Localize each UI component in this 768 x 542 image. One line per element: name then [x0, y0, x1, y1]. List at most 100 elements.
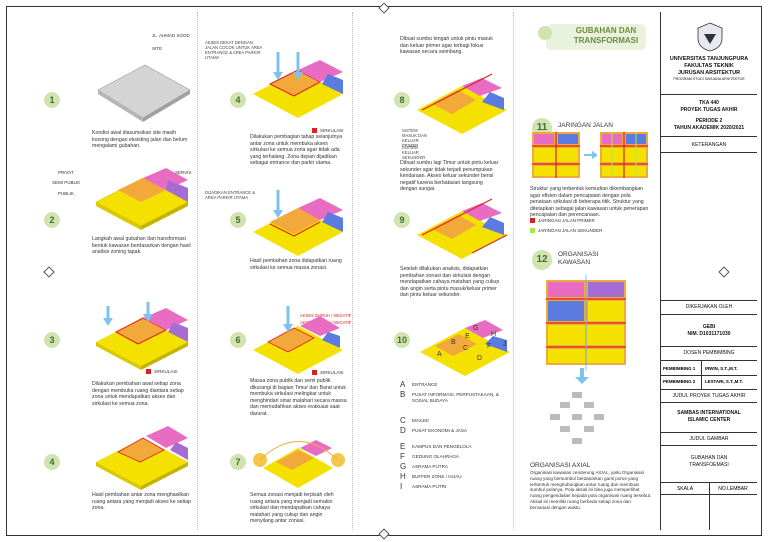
step-4b-text: Dilakukan pembagian tahap selanjutnya an…	[250, 134, 342, 167]
step-11-text: Struktur yang terbentuk kemudian dikemba…	[530, 186, 649, 219]
column-divider	[197, 12, 198, 530]
label-semi-publik: SEMI PUBLIK	[52, 180, 81, 185]
column-divider	[352, 12, 353, 530]
pembimbing1-name: IRWIN, S.T.,M.T.	[705, 366, 738, 371]
student-name: GEBI	[702, 324, 716, 330]
step-7-badge: 7	[230, 454, 246, 470]
zoning-block-2	[95, 168, 189, 230]
pembimbing1-label: PEMBIMBING 1	[663, 366, 696, 371]
label-site: SITE	[152, 46, 163, 51]
course-code: TKA 440	[699, 100, 719, 106]
label-publik: PUBLIK	[58, 191, 75, 196]
legend-text: BUFFER ZONE / HIJAU	[412, 474, 462, 479]
judul-gambar-label: JUDUL GAMBAR	[689, 436, 729, 442]
univ-line3: JURUSAN ARSITEKTUR	[677, 70, 741, 76]
note-sistem-sekunder: SISTEM KELUAR SEKUNDER	[402, 145, 426, 160]
step-8-badge: 8	[394, 92, 410, 108]
step-7-text: Semua zonasi menjadi terpisah oleh ruang…	[250, 492, 334, 525]
svg-text:C: C	[463, 345, 468, 352]
axis-block-9	[417, 198, 508, 259]
step-10-text: Setelah dilakukan analisis, didapatkan p…	[400, 266, 500, 299]
legend-swatch-sirkulasi	[312, 370, 317, 375]
axis-block-8	[417, 73, 507, 134]
note-akses-1: AKSES BURUH / NEGATIF	[300, 313, 352, 318]
step-5-badge: 5	[230, 212, 246, 228]
legend-text: ASRAMA PUTRI	[412, 484, 447, 489]
drawing-title-1: GUBAHAN DAN	[690, 455, 728, 461]
legend-text: KAMPUS DAN PENGELOLA	[412, 444, 472, 449]
header-banner: GUBAHAN DAN TRANSFORMASI	[538, 20, 658, 56]
pembimbing2-name: LESTARI, S.T.,M.T.	[705, 379, 743, 384]
axial-text: Organisasi kawasan cenderung AXIAL, yait…	[530, 470, 652, 510]
site-block-1	[97, 64, 191, 122]
legend-letter: E	[400, 442, 406, 451]
legend-text: ASRAMA PUTRA	[412, 464, 448, 469]
zone-legend: A ENTRANCE B PUSAT INFORMASI, PERPUSTAKA…	[400, 380, 510, 491]
zoning-block-4	[96, 426, 188, 490]
road-network-plans	[532, 132, 648, 178]
step-6-badge: 6	[230, 332, 246, 348]
no-lembar-label: NO.LEMBAR	[718, 486, 748, 492]
project-title-2: ISLAMIC CENTER	[687, 417, 731, 423]
univ-line4: PROGRAM STUDI SARJANA ARSITEKTUR	[673, 77, 745, 81]
label-servis: SERVIS	[175, 170, 192, 175]
legend-text: PUSAT EKONOMI & JASA	[412, 428, 467, 433]
column-divider	[513, 12, 514, 530]
legend-sirkulasi-5: SIRKULASI	[320, 128, 344, 133]
zoning-block-3	[96, 302, 188, 370]
step-10-badge: 10	[394, 332, 410, 348]
drawing-title-2: TRANSFOEMASI	[689, 462, 729, 468]
zone-letter-block: A B C D E F G H J	[420, 320, 510, 376]
student-nim: NIM. D1031171030	[687, 331, 731, 337]
legend-swatch-sekunder	[530, 228, 535, 233]
keterangan-label: KETERANGAN	[691, 142, 727, 148]
step-12-badge: 12	[532, 250, 552, 270]
legend-text: ENTRANCE	[412, 382, 438, 387]
svg-text:B: B	[451, 339, 456, 346]
note-sistem-primer: SISTEM MASUK DAN KELUAR PRIMER	[402, 128, 427, 148]
legend-letter: H	[400, 472, 406, 481]
pembimbing2-label: PEMBIMBING 2	[663, 379, 696, 384]
legend-letter: A	[400, 380, 406, 389]
legend-letter: B	[400, 390, 406, 399]
note-entrance: DIJADIKAN ENTRANCE & AREA PARKIR UTAMA	[205, 190, 256, 200]
step-3-text: Dilakukan pembahan awal setiap zona deng…	[92, 381, 184, 407]
organisasi-title: ORGANISASI KAWASAN	[558, 251, 599, 266]
legend-sirkulasi-3: SIRKULASI	[154, 369, 178, 374]
svg-text:E: E	[465, 333, 470, 340]
svg-text:J: J	[503, 341, 507, 348]
zoning-block-5	[253, 52, 343, 118]
legend-letter: C	[400, 416, 406, 425]
step-3-badge: 3	[44, 332, 60, 348]
svg-text:H: H	[491, 331, 496, 338]
legend-swatch-primer	[530, 218, 535, 223]
label-privat: PRIVAT	[58, 170, 74, 175]
course-name: PROYEK TUGAS AKHIR	[680, 107, 738, 113]
legend-swatch-sirkulasi	[146, 369, 151, 374]
judul-proyek-label: JUDUL PROYEK TUGAS AKHIR	[672, 393, 746, 399]
legend-sirkulasi-6: SIRKULASI	[320, 370, 344, 375]
sun-diagram-block	[253, 440, 345, 488]
organisasi-plan	[546, 275, 626, 370]
jaringan-title: JARINGAN JALAN	[558, 122, 613, 129]
step-1-text: Kondisi awal diasumsikan site masih koso…	[92, 130, 188, 150]
title-block: UNIVERSITAS TANJUNGPURA FAKULTAS TEKNIK …	[660, 12, 757, 530]
legend-text: GEDUNG OLAHRAGA	[412, 454, 459, 459]
step-2-badge: 2	[44, 212, 60, 228]
header-title: GUBAHAN DAN TRANSFORMASI	[573, 26, 639, 45]
step-9-badge: 9	[394, 212, 410, 228]
svg-text:D: D	[477, 355, 482, 362]
down-arrow-icon	[575, 368, 589, 384]
academic-year: TAHUN AKADEMIK 2020/2021	[673, 125, 745, 131]
university-logo-icon	[697, 22, 723, 52]
univ-line2: FAKULTAS TEKNIK	[684, 63, 734, 69]
zoning-block-6	[253, 190, 343, 256]
note-akses-dekat: AKSES DEKAT DENGAN JALAN COCOK UNTUK ARE…	[205, 40, 263, 60]
step-5-text: Hasil pembahan zona didapatkan ruang sir…	[250, 258, 342, 271]
label-road: JL. AHMAD SOOD	[152, 33, 190, 38]
axial-grid-icon	[550, 392, 604, 444]
legend-swatch-sirkulasi	[312, 128, 317, 133]
step-4b-badge: 4	[230, 92, 246, 108]
dikerjakan-label: DIKERJAKAN OLEH	[685, 304, 733, 310]
axial-title: ORGANISASI AXIAL	[530, 462, 591, 469]
